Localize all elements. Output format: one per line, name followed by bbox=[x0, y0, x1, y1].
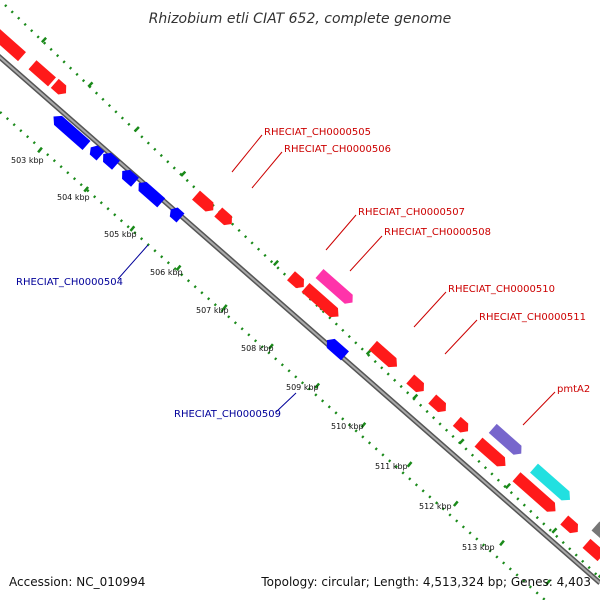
tick-mark bbox=[40, 36, 48, 44]
gene-label-rheciat-ch0000504[interactable]: RHECIAT_CH0000504 bbox=[16, 277, 123, 288]
inner-tick-marks bbox=[37, 146, 552, 586]
gene-forward[interactable] bbox=[406, 374, 427, 396]
gene-label-rheciat-ch0000509[interactable]: RHECIAT_CH0000509 bbox=[174, 409, 281, 420]
gene-grey[interactable] bbox=[591, 521, 600, 539]
tick-mark bbox=[504, 482, 512, 490]
genome-backbone bbox=[0, 54, 600, 585]
tick-mark bbox=[87, 81, 94, 88]
gene-reverse[interactable] bbox=[99, 150, 120, 170]
gene-pmta2[interactable] bbox=[488, 423, 525, 458]
tick-mark bbox=[597, 574, 600, 579]
gene-forward[interactable] bbox=[287, 271, 308, 291]
gene-forward[interactable] bbox=[369, 340, 401, 371]
gene-reverse[interactable] bbox=[167, 205, 185, 223]
gene-forward[interactable] bbox=[0, 28, 26, 62]
tick-mark bbox=[129, 225, 136, 232]
gene-forward[interactable] bbox=[452, 416, 472, 436]
tick-mark bbox=[83, 186, 90, 193]
tick-mark bbox=[360, 422, 367, 429]
gene-reverse[interactable] bbox=[87, 143, 105, 161]
tick-mark bbox=[406, 461, 413, 468]
tick-mark bbox=[221, 304, 228, 311]
gene-cyan[interactable] bbox=[530, 463, 574, 505]
gene-label-rheciat-ch0000506[interactable]: RHECIAT_CH0000506 bbox=[284, 144, 391, 155]
tick-mark bbox=[551, 527, 558, 534]
reverse-genes bbox=[50, 112, 349, 361]
accession-text: Accession: NC_010994 bbox=[9, 575, 145, 589]
tick-mark bbox=[499, 539, 505, 547]
map-title: Rhizobium etli CIAT 652, complete genome bbox=[149, 11, 452, 27]
gene-label-rheciat-ch0000505[interactable]: RHECIAT_CH0000505 bbox=[264, 127, 371, 138]
tick-label-510: 510 kbp bbox=[331, 422, 364, 431]
gene-forward[interactable] bbox=[50, 78, 70, 98]
gene-forward[interactable] bbox=[214, 207, 235, 229]
gene-forward[interactable] bbox=[428, 394, 449, 416]
tick-mark bbox=[133, 126, 140, 133]
tick-mark bbox=[545, 579, 552, 586]
tick-mark bbox=[458, 438, 465, 445]
gene-reverse[interactable] bbox=[50, 112, 91, 151]
tick-mark bbox=[268, 343, 274, 350]
forward-leader-lines bbox=[231, 134, 556, 426]
gene-reverse[interactable] bbox=[323, 336, 349, 361]
gene-reverse[interactable] bbox=[135, 179, 166, 208]
outer-tick-marks bbox=[40, 36, 600, 579]
tick-label-512: 512 kbp bbox=[419, 502, 452, 511]
gene-forward[interactable] bbox=[301, 282, 343, 321]
tick-label-506: 506 kbp bbox=[150, 268, 183, 277]
gene-reverse[interactable] bbox=[118, 167, 139, 187]
tick-mark bbox=[37, 146, 43, 154]
tick-mark bbox=[452, 500, 459, 507]
tick-label-511: 511 kbp bbox=[375, 462, 408, 471]
highlighted-genes bbox=[315, 268, 600, 539]
reverse-leader-lines bbox=[117, 244, 297, 413]
tick-label-505: 505 kbp bbox=[104, 230, 137, 239]
genome-summary-text: Topology: circular; Length: 4,513,324 bp… bbox=[260, 575, 591, 589]
tick-label-503: 503 kbp bbox=[11, 156, 44, 165]
tick-label-507: 507 kbp bbox=[196, 306, 229, 315]
tick-mark bbox=[175, 264, 182, 271]
tick-label-509: 509 kbp bbox=[286, 383, 319, 392]
gene-label-rheciat-ch0000510[interactable]: RHECIAT_CH0000510 bbox=[448, 284, 555, 295]
gene-rheciat-ch0000508[interactable] bbox=[315, 268, 357, 307]
tick-mark bbox=[314, 382, 321, 389]
gene-label-rheciat-ch0000507[interactable]: RHECIAT_CH0000507 bbox=[358, 207, 465, 218]
gene-forward[interactable] bbox=[192, 190, 217, 215]
tick-mark bbox=[412, 393, 419, 400]
tick-mark bbox=[180, 170, 187, 177]
gene-forward[interactable] bbox=[582, 538, 600, 562]
gene-forward[interactable] bbox=[474, 437, 510, 471]
gene-forward[interactable] bbox=[512, 472, 560, 515]
tick-label-504: 504 kbp bbox=[57, 193, 90, 202]
gene-label-rheciat-ch0000508[interactable]: RHECIAT_CH0000508 bbox=[384, 227, 491, 238]
tick-mark bbox=[272, 259, 280, 267]
gene-label-rheciat-ch0000511[interactable]: RHECIAT_CH0000511 bbox=[479, 312, 586, 323]
gene-label-pmta2[interactable]: pmtA2 bbox=[557, 384, 590, 395]
gene-forward[interactable] bbox=[560, 515, 581, 537]
gene-forward[interactable] bbox=[28, 60, 56, 87]
tick-label-513: 513 kbp bbox=[462, 543, 495, 552]
forward-genes bbox=[0, 28, 600, 562]
inner-dotted-ring bbox=[0, 111, 546, 600]
tick-label-508: 508 kbp bbox=[241, 344, 274, 353]
